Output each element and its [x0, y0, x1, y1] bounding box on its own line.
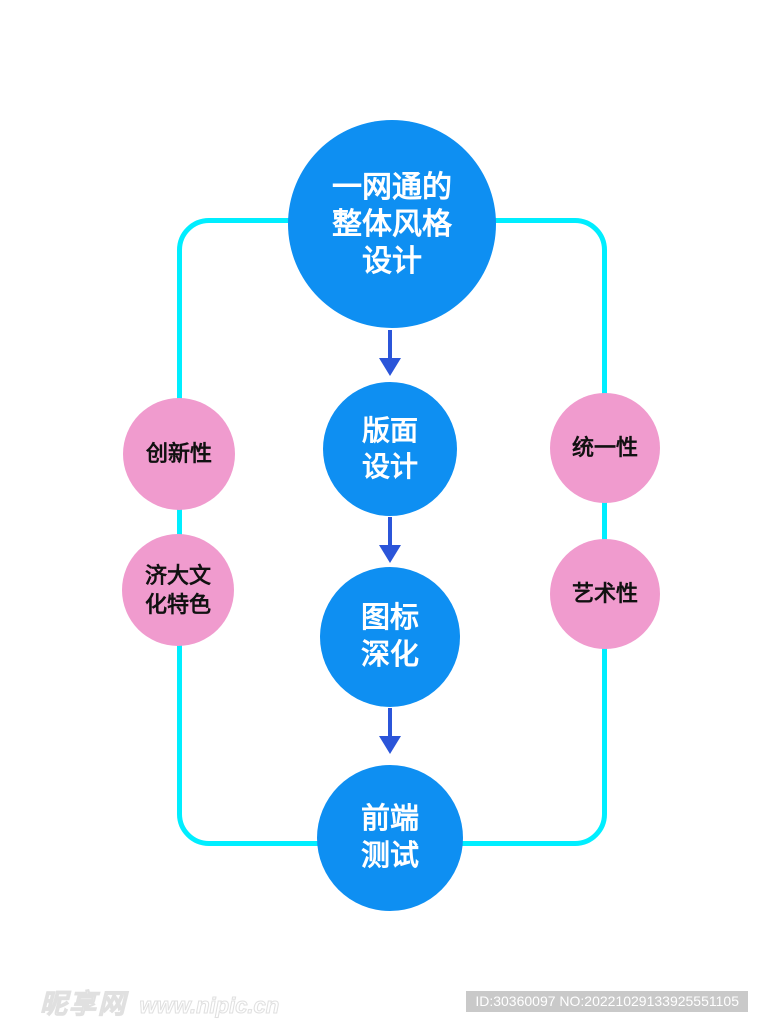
- factor-node-label: 济大文 化特色: [144, 563, 211, 617]
- watermark-site: 昵享网 www.nipic.cn: [40, 982, 280, 1021]
- arrow-head: [379, 545, 401, 563]
- flow-node-frontend-testing: 前端 测试: [317, 765, 463, 911]
- flow-node-label: 图标 深化: [360, 602, 419, 671]
- flow-node-label: 前端 测试: [360, 803, 419, 872]
- factor-node-artistry: 艺术性: [550, 539, 660, 649]
- flow-node-label: 版面 设计: [361, 415, 418, 482]
- factor-node-label: 统一性: [571, 435, 638, 460]
- flow-node-layout-design: 版面 设计: [323, 382, 457, 516]
- arrow-shaft: [388, 517, 392, 547]
- arrow-shaft: [388, 330, 392, 360]
- watermark-site-name: 昵享网: [40, 989, 127, 1020]
- flow-node-icon-refinement: 图标 深化: [320, 567, 460, 707]
- factor-node-label: 创新性: [145, 441, 212, 466]
- watermark-site-url: www.nipic.cn: [139, 993, 280, 1019]
- flow-node-overall-style: 一网通的 整体风格 设计: [288, 120, 496, 328]
- watermark-id-badge: ID:30360097 NO:20221029133925551105: [466, 991, 748, 1012]
- arrow-shaft: [388, 708, 392, 738]
- arrow-head: [379, 358, 401, 376]
- flow-node-label: 一网通的 整体风格 设计: [332, 170, 452, 278]
- factor-node-jinan-univ-culture: 济大文 化特色: [122, 534, 234, 646]
- factor-node-label: 艺术性: [571, 581, 638, 606]
- arrow-head: [379, 736, 401, 754]
- factor-node-unity: 统一性: [550, 393, 660, 503]
- factor-node-innovation: 创新性: [123, 398, 235, 510]
